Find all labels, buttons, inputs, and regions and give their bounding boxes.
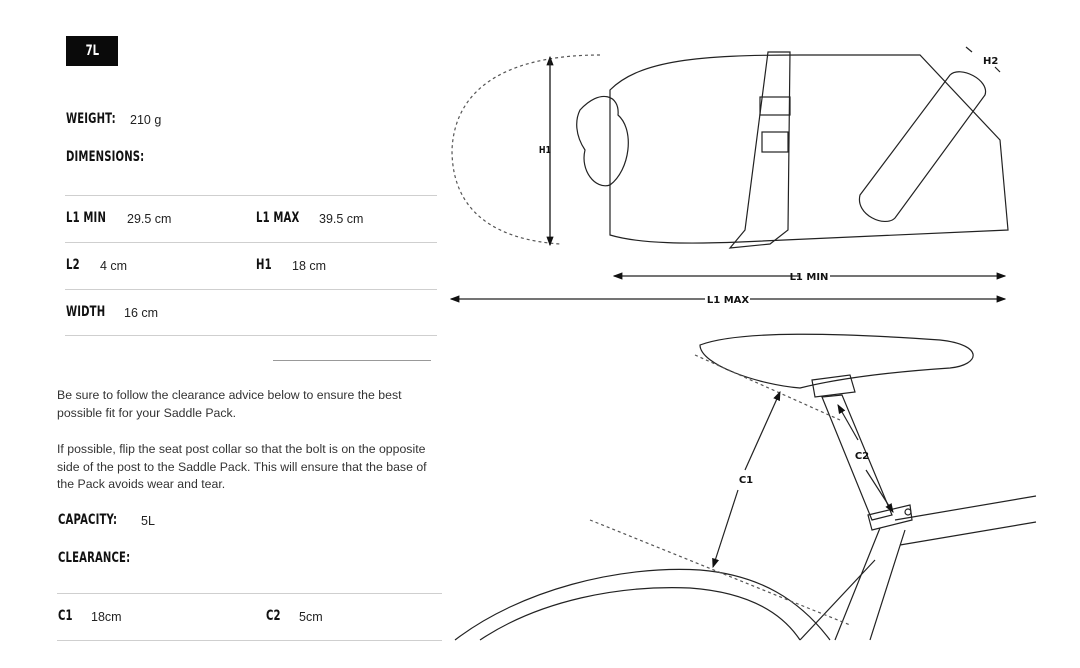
bag-strap [728, 51, 791, 249]
rear-tire-inner [479, 587, 801, 641]
advice-paragraph-2: If possible, flip the seat post collar s… [57, 442, 427, 491]
saddle-clamp [811, 374, 856, 398]
seatpost [821, 394, 893, 521]
dim-label-l1-min: L1 MIN [66, 210, 107, 226]
rear-wheel [454, 568, 831, 641]
divider [57, 593, 442, 594]
dim-label-l1-max: L1 MAX [256, 210, 300, 226]
h1-label: H1 [539, 145, 551, 156]
h2-tick [965, 46, 973, 53]
dim-value-l1-min: 29.5 cm [127, 212, 172, 226]
c1-arrow [744, 390, 781, 471]
divider [65, 195, 437, 196]
dimensions-heading: DIMENSIONS: [66, 149, 145, 165]
c2-arrow [837, 403, 859, 441]
dim-label-width: WIDTH [66, 304, 106, 320]
saddle [699, 333, 974, 389]
divider [57, 640, 442, 641]
saddle-guide [694, 354, 841, 421]
frame-seat-stay [799, 559, 876, 641]
dim-label-l2: L2 [66, 257, 80, 273]
dim-value-width: 16 cm [124, 306, 159, 320]
tire-guide [589, 519, 851, 626]
size-badge-label: 7L [85, 43, 99, 59]
frame-seat-tube [834, 527, 906, 641]
c2-label: C2 [855, 451, 869, 462]
weight-label: WEIGHT: [66, 111, 116, 127]
bag-rolled-end [576, 95, 629, 187]
divider [65, 242, 437, 243]
c1-label: C1 [739, 475, 753, 486]
c1-arrow [712, 489, 739, 569]
capacity-label: CAPACITY: [58, 512, 118, 528]
c2-arrow [865, 469, 894, 514]
clearance-heading: CLEARANCE: [58, 550, 131, 566]
clearance-label-c1: C1 [58, 608, 73, 624]
divider [65, 289, 437, 290]
h2-label: H2 [983, 56, 998, 67]
dim-value-l1-max: 39.5 cm [319, 212, 364, 226]
h2-tick [994, 66, 1001, 73]
advice-paragraph-1: Be sure to follow the clearance advice b… [57, 388, 402, 420]
collar-bolt [904, 508, 912, 516]
strap-buckle [759, 96, 791, 116]
frame-top-tube [894, 495, 1037, 546]
seatpost-rail [858, 71, 986, 223]
weight-value: 210 g [130, 113, 162, 127]
size-badge: 7L [66, 36, 118, 66]
dim-value-l2: 4 cm [100, 259, 128, 273]
l1-max-label: L1 MAX [707, 295, 750, 306]
strap-buckle [761, 131, 789, 153]
seat-collar [867, 504, 913, 531]
clearance-label-c2: C2 [266, 608, 281, 624]
clearance-value-c1: 18cm [91, 610, 122, 624]
clearance-value-c2: 5cm [299, 610, 323, 624]
bag-body [609, 54, 1009, 244]
dim-value-h1: 18 cm [292, 259, 327, 273]
l1-min-label: L1 MIN [790, 272, 829, 283]
short-divider [273, 360, 431, 361]
bag-extended-outline [451, 54, 601, 245]
dim-label-h1: H1 [256, 257, 272, 273]
capacity-value: 5L [141, 514, 155, 528]
divider [65, 335, 437, 336]
